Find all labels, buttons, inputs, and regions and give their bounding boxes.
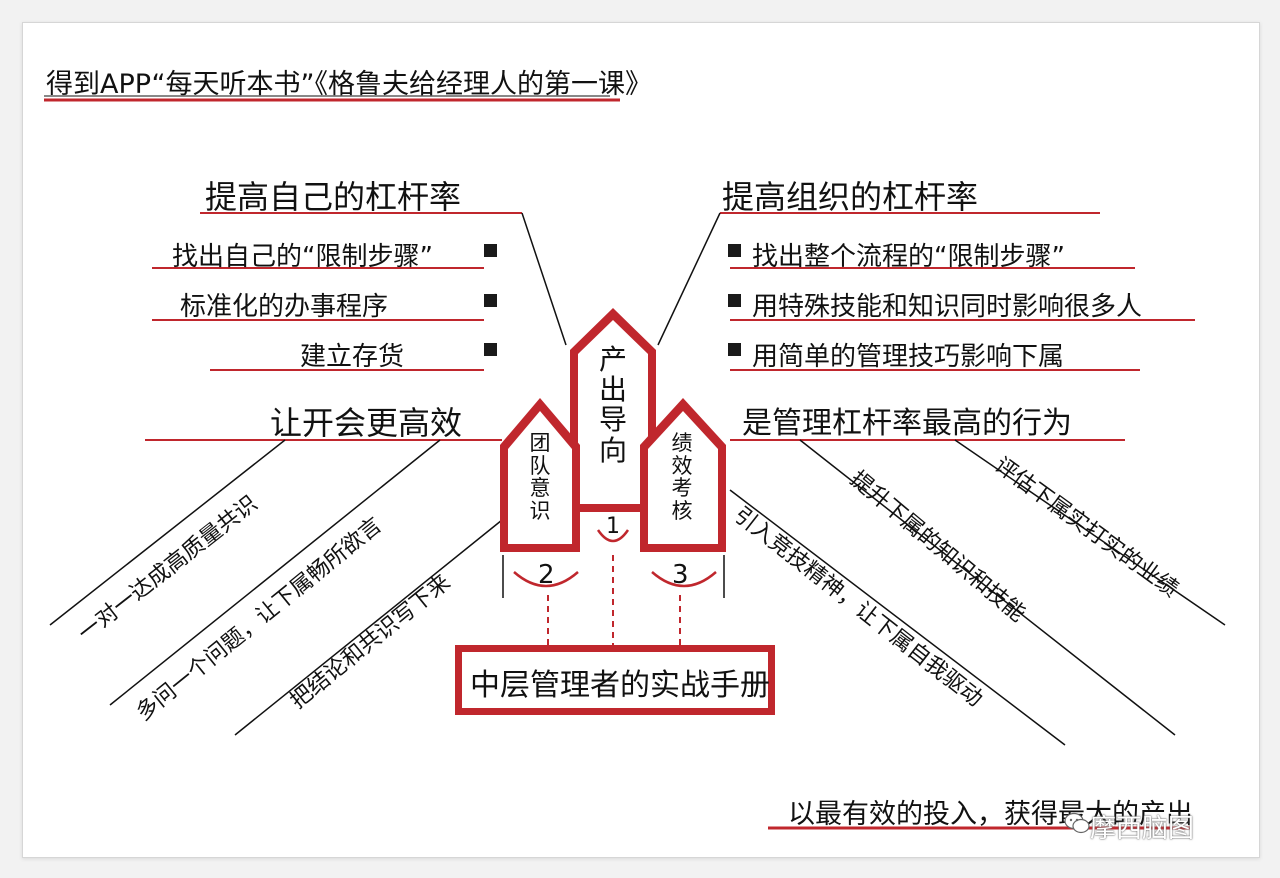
self-item-3: 建立存货 (300, 342, 405, 372)
management-heading: 是管理杠杆率最高的行为 (742, 406, 1072, 441)
org-item-2: 用特殊技能和知识同时影响很多人 (752, 292, 1143, 322)
self-leverage-heading: 提高自己的杠杆率 (205, 178, 462, 216)
org-item-3: 用简单的管理技巧影响下属 (752, 342, 1065, 372)
footer-text: 以最有效的投入，获得最大的产出 (788, 799, 1193, 830)
bullet-icon (728, 343, 741, 356)
pillar-2-number: 2 (538, 560, 555, 590)
pillar-1-number: 1 (606, 514, 620, 539)
bullet-icon (728, 244, 741, 257)
pillar-2-text: 团队意识 (529, 431, 551, 524)
bullet-icon (484, 294, 497, 307)
watermark-text: 摩西脑图 (1090, 814, 1195, 844)
bullet-icon (484, 343, 497, 356)
org-leverage-heading: 提高组织的杠杆率 (722, 178, 979, 216)
page-title: 得到APP“每天听本书”《格鲁夫给经理人的第一课》 (46, 69, 653, 100)
meetings-heading: 让开会更高效 (270, 404, 463, 442)
pillar-3-number: 3 (672, 560, 689, 590)
bullet-icon (728, 294, 741, 307)
pillar-2-label: 团队意识 (525, 432, 555, 523)
center-box-label: 中层管理者的实战手册 (470, 668, 770, 703)
pillar-1-label: 产出导向 (593, 343, 633, 467)
pillar-3-text: 绩效考核 (671, 431, 693, 524)
self-item-1: 找出自己的“限制步骤” (172, 242, 433, 272)
pillar-3-label: 绩效考核 (667, 432, 697, 523)
wechat-icon (1064, 812, 1090, 834)
org-item-1: 找出整个流程的“限制步骤” (752, 242, 1065, 272)
bullet-icon (484, 244, 497, 257)
pillar-1-text: 产出导向 (599, 343, 628, 467)
self-item-2: 标准化的办事程序 (180, 292, 389, 322)
